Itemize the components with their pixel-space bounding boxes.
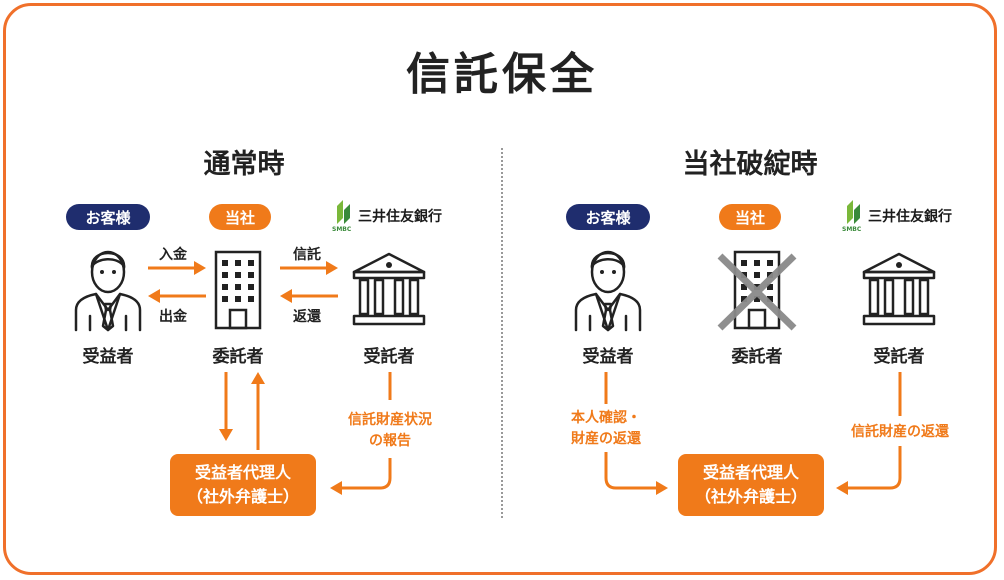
smbc-logo-right: SMBC 三井住友銀行 bbox=[842, 200, 952, 233]
cross-icon bbox=[717, 253, 797, 331]
bank-name-right: 三井住友銀行 bbox=[868, 209, 952, 225]
smbc-leaf-icon: SMBC bbox=[842, 200, 862, 233]
bankrupt-company-building-icon bbox=[717, 250, 797, 331]
company-building-icon bbox=[214, 250, 262, 330]
company-pill-right: 当社 bbox=[719, 204, 781, 230]
bank-building-icon-right bbox=[862, 252, 936, 326]
beneficiary-label-right: 受益者 bbox=[582, 347, 634, 367]
trust-label: 信託 bbox=[293, 247, 321, 263]
bankruptcy-heading: 当社破綻時 bbox=[682, 149, 818, 180]
beneficiary-person-icon-right bbox=[574, 250, 642, 332]
report-note: 信託財産状況 の報告 bbox=[348, 412, 432, 449]
identity-confirm-note: 本人確認・ 財産の返還 bbox=[571, 410, 641, 447]
section-divider bbox=[501, 148, 503, 518]
company-pill: 当社 bbox=[209, 204, 271, 230]
beneficiary-agent-box: 受益者代理人 （社外弁護士） bbox=[170, 454, 316, 516]
trustee-label: 受託者 bbox=[363, 347, 415, 367]
diagram-frame bbox=[3, 3, 997, 575]
beneficiary-person-icon bbox=[74, 250, 142, 332]
bank-building-icon bbox=[352, 252, 426, 326]
return-label: 返還 bbox=[293, 309, 321, 325]
customer-pill-right: お客様 bbox=[566, 204, 650, 230]
customer-pill: お客様 bbox=[66, 204, 150, 230]
smbc-logo: SMBC 三井住友銀行 bbox=[332, 200, 442, 233]
settlor-label-right: 委託者 bbox=[731, 347, 783, 367]
bank-name: 三井住友銀行 bbox=[358, 209, 442, 225]
trust-property-return-note: 信託財産の返還 bbox=[851, 424, 949, 440]
normal-heading: 通常時 bbox=[203, 149, 285, 180]
page-title: 信託保全 bbox=[406, 49, 598, 100]
settlor-label: 委託者 bbox=[212, 347, 264, 367]
beneficiary-agent-box-right: 受益者代理人 （社外弁護士） bbox=[678, 454, 824, 516]
deposit-label: 入金 bbox=[159, 247, 187, 263]
trustee-label-right: 受託者 bbox=[873, 347, 925, 367]
withdraw-label: 出金 bbox=[159, 309, 187, 325]
smbc-leaf-icon: SMBC bbox=[332, 200, 352, 233]
beneficiary-label: 受益者 bbox=[82, 347, 134, 367]
